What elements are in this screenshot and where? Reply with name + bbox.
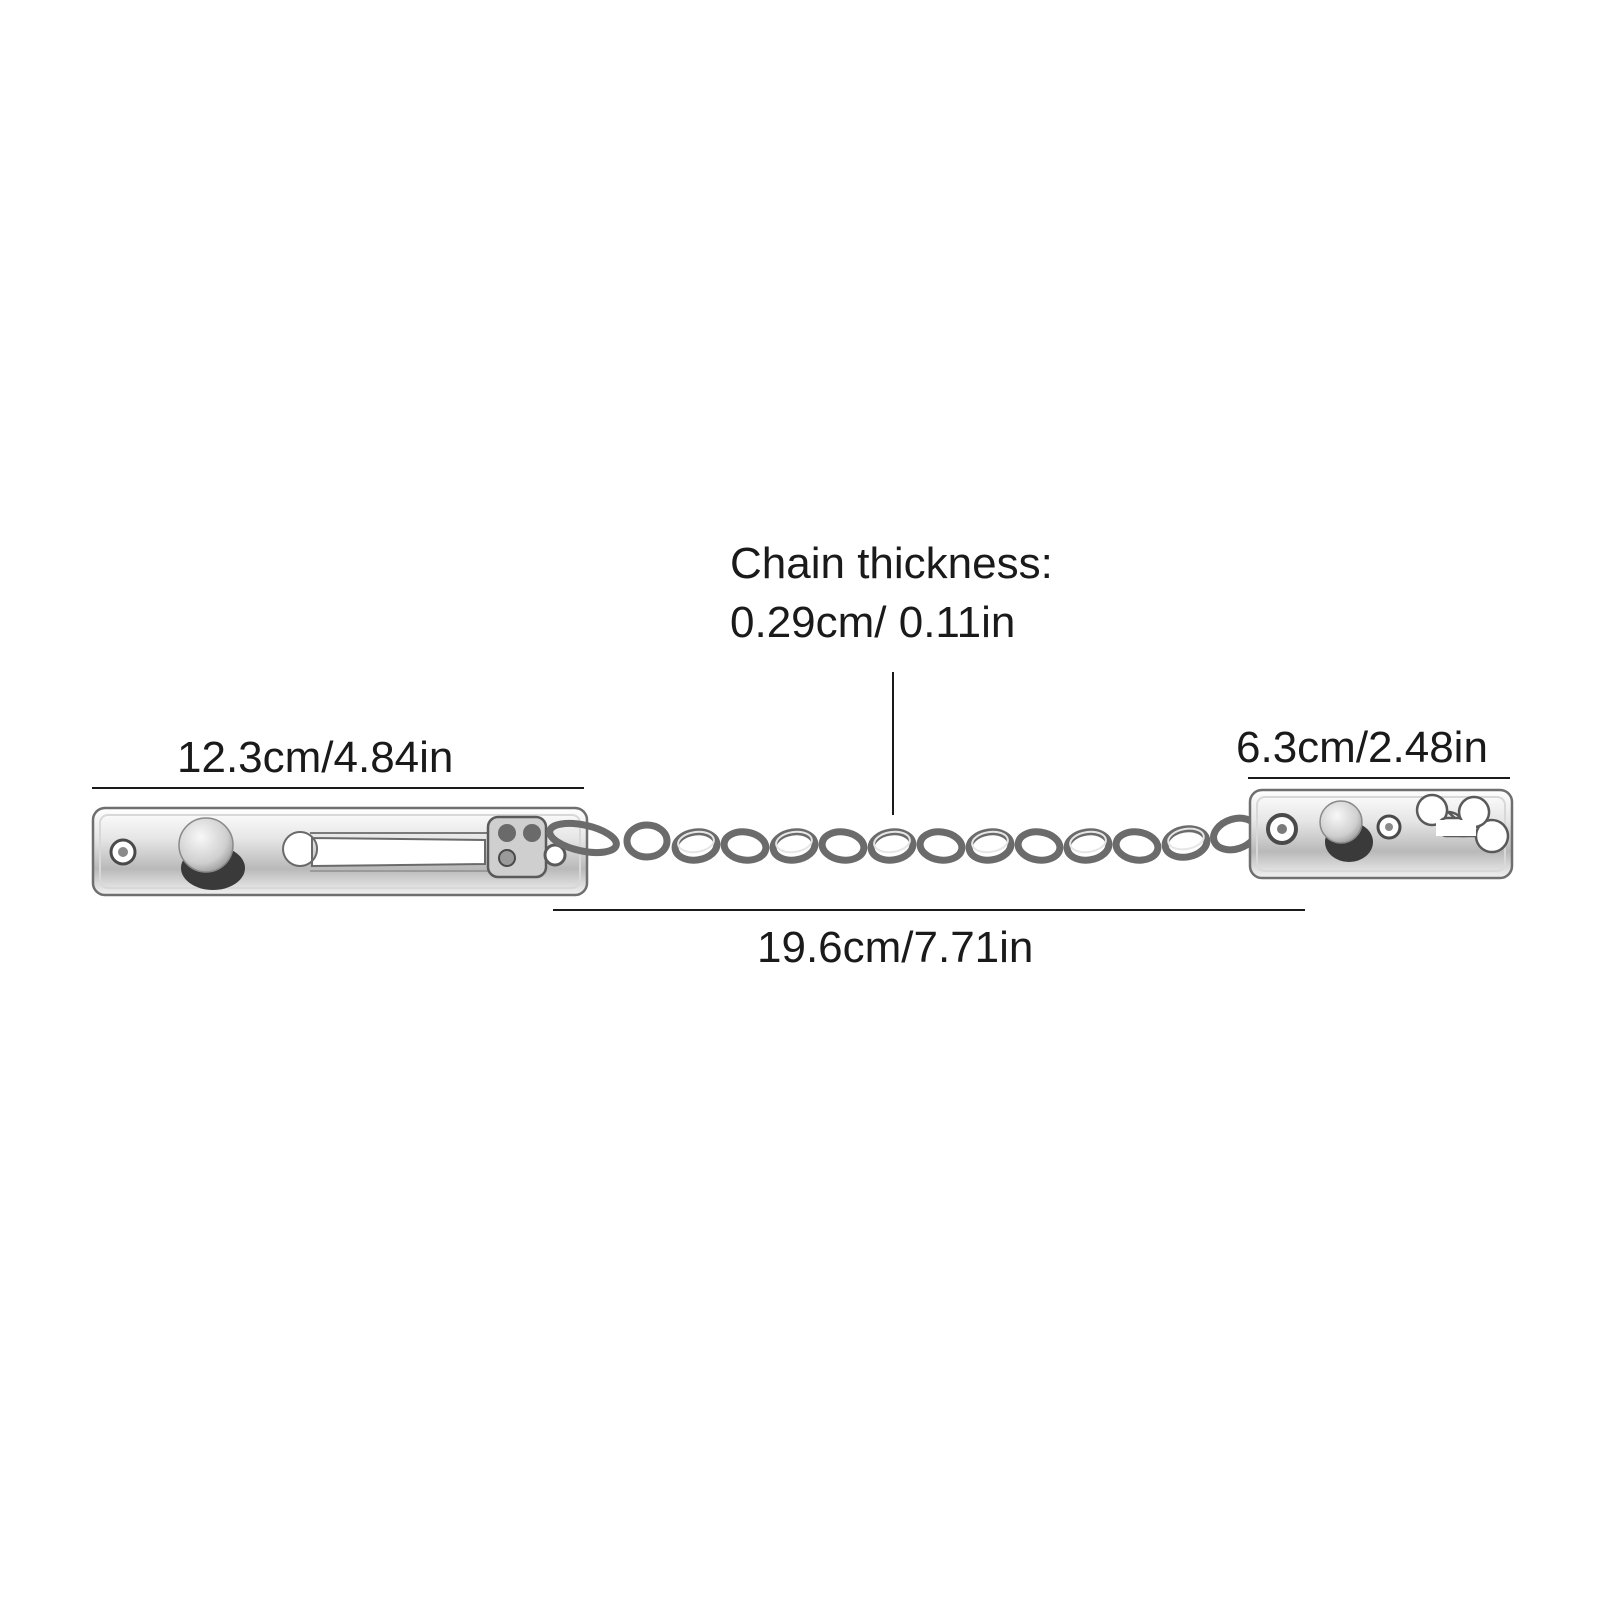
chain-link bbox=[1014, 828, 1064, 864]
left-slide-plate bbox=[91, 806, 589, 897]
chain-link bbox=[916, 828, 966, 864]
right-plate-length-label: 6.3cm/2.48in bbox=[1236, 723, 1488, 772]
chain-thickness-title: Chain thickness: bbox=[730, 539, 1053, 588]
slide-knob-icon bbox=[178, 817, 234, 873]
keyhole-slot-icon bbox=[282, 831, 486, 868]
chain-link bbox=[1112, 828, 1162, 864]
left-plate-length-label: 12.3cm/4.84in bbox=[177, 733, 453, 782]
chain-link bbox=[1161, 825, 1211, 861]
chain-link bbox=[818, 828, 868, 864]
right-anchor-plate bbox=[1248, 788, 1514, 880]
chain bbox=[546, 814, 1260, 864]
chain-link bbox=[623, 821, 671, 861]
chain-length-label: 19.6cm/7.71in bbox=[757, 923, 1033, 972]
chain-link bbox=[720, 828, 770, 864]
chain-link bbox=[546, 819, 620, 857]
chain-thickness-value: 0.29cm/ 0.11in bbox=[730, 598, 1015, 647]
anchor-knob-icon bbox=[1319, 800, 1363, 844]
